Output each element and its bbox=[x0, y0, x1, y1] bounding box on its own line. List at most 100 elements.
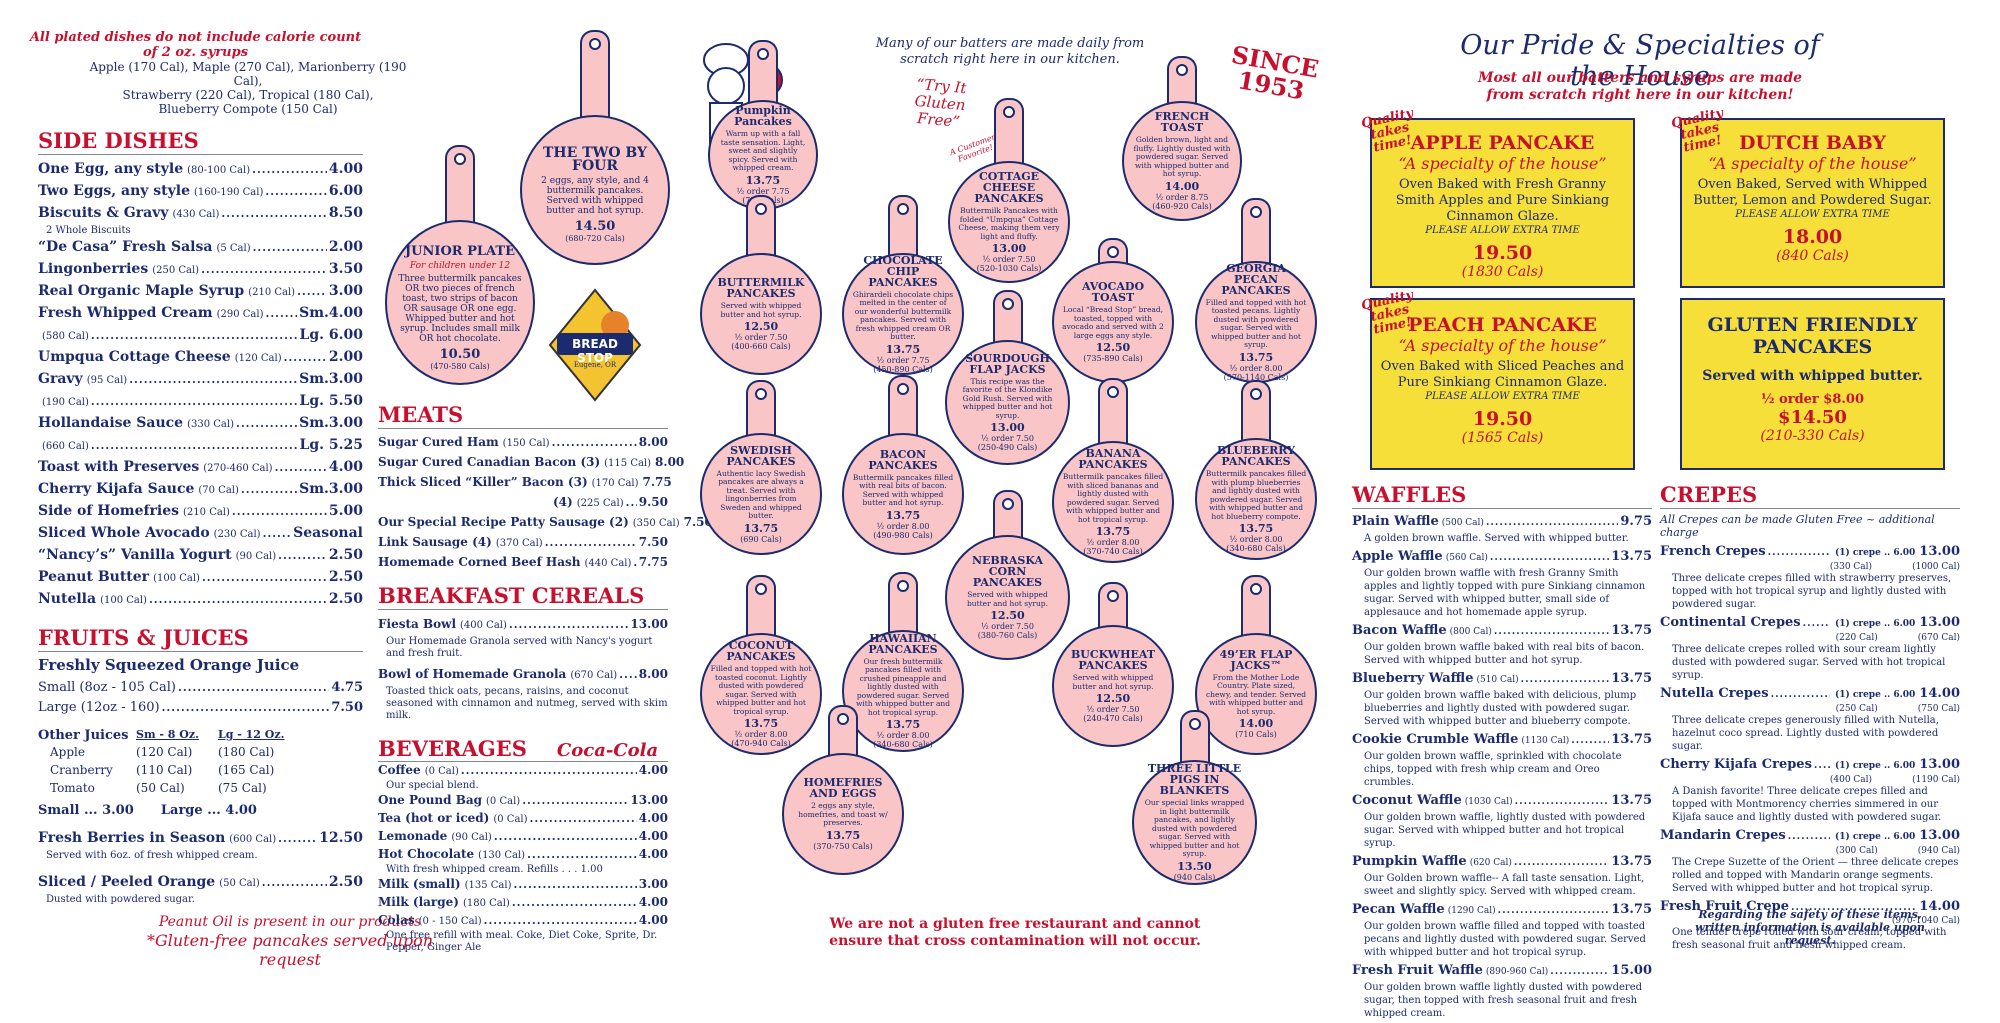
side-dish-row: Peanut Butter(100 Cal)2.50 bbox=[38, 567, 363, 589]
skillet-price: 13.75 bbox=[885, 342, 921, 356]
juice-sm-cal: (50 Cal) bbox=[136, 781, 185, 795]
waffle-row: Pecan Waffle(1290 Cal)13.75 bbox=[1352, 901, 1652, 920]
item-calories: (270-460 Cal) bbox=[203, 463, 273, 474]
crepe-name: Cherry Kijafa Crepes bbox=[1660, 757, 1812, 772]
juice-name: Cranberry bbox=[50, 763, 113, 777]
skillet-price: 12.50 bbox=[1095, 341, 1131, 354]
beverage-row: One Pound Bag(0 Cal)13.00 bbox=[378, 792, 668, 810]
cereal-row: Fiesta Bowl(400 Cal)13.00 bbox=[378, 614, 668, 636]
leader-dots bbox=[1788, 828, 1830, 845]
two-by-four-skillet: THE TWO BY FOUR 2 eggs, any style, and 4… bbox=[520, 30, 670, 265]
waffles-heading: WAFFLES bbox=[1352, 482, 1652, 509]
leader-dots bbox=[201, 260, 327, 280]
item-name: Milk (large) bbox=[378, 895, 459, 909]
skillet-title: NEBRASKA CORN PANCAKES bbox=[971, 554, 1043, 589]
item-name: Biscuits & Gravy bbox=[38, 205, 169, 221]
item-price: 9.75 bbox=[1620, 514, 1652, 529]
crepe-desc: One tender crepe rolled with sour cream,… bbox=[1672, 927, 1947, 951]
skillet-desc: Local “Bread Stop” bread, toasted, toppe… bbox=[1062, 305, 1164, 340]
meat-row: Sugar Cured Canadian Bacon (3)(115 Cal)8… bbox=[378, 453, 684, 473]
leader-dots bbox=[178, 678, 329, 698]
leader-dots bbox=[1514, 854, 1609, 871]
oj-row: Large (12oz - 160)7.50 bbox=[38, 698, 363, 718]
item-calories: (510 Cal) bbox=[1476, 675, 1519, 685]
leader-dots bbox=[1550, 963, 1609, 980]
item-price: 4.00 bbox=[638, 847, 668, 861]
leader-dots bbox=[162, 698, 330, 718]
skillet-desc: Authentic lacy Swedish pancakes are alwa… bbox=[716, 468, 806, 520]
beverage-note: Our special blend. bbox=[386, 780, 479, 791]
waffle-row: Coconut Waffle(1030 Cal)13.75 bbox=[1352, 792, 1652, 811]
leader-dots bbox=[1494, 623, 1609, 640]
skillet-title: AVOCADO TOAST bbox=[1081, 280, 1145, 304]
beverage-row: Coffee(0 Cal)4.00 bbox=[378, 762, 668, 780]
leader-dots bbox=[522, 792, 628, 809]
crepe-row: Cherry Kijafa Crepes(1) crepe .. 6.0013.… bbox=[1660, 756, 1960, 775]
item-name: Fresh Fruit Waffle bbox=[1352, 963, 1483, 978]
item-price: Sm.3.00 bbox=[299, 481, 363, 497]
side-dish-row: Side of Homefries(210 Cal)5.00 bbox=[38, 501, 363, 523]
item-name: Sliced Whole Avocado bbox=[38, 525, 210, 541]
bread-stop-city: Eugene, OR bbox=[573, 361, 617, 369]
item-calories: (0 - 150 Cal) bbox=[418, 916, 482, 927]
item-name: Cherry Kijafa Sauce bbox=[38, 481, 195, 497]
skillet-half-order: ½ order 8.00 bbox=[876, 521, 930, 531]
item-price: 6.00 bbox=[328, 183, 363, 199]
item-name: Toast with Preserves bbox=[38, 459, 200, 475]
crepe-name: Nutella Crepes bbox=[1660, 686, 1769, 701]
item-price: 4.00 bbox=[638, 811, 668, 825]
item-price: 2.50 bbox=[328, 547, 363, 563]
item-price: 13.75 bbox=[1611, 623, 1652, 638]
leader-dots bbox=[1486, 514, 1618, 531]
skillet-title: HAWAIIAN PANCAKES bbox=[868, 631, 938, 656]
skillet-price: 12.50 bbox=[1095, 692, 1131, 705]
item-name: Fiesta Bowl bbox=[378, 617, 456, 631]
skillet-hole bbox=[1107, 590, 1119, 602]
item-name: Coffee bbox=[378, 763, 421, 777]
crepe-full-cal: (970-1040 Cal) bbox=[1891, 916, 1960, 926]
skillet-half-order: ½ order 8.00 bbox=[876, 731, 930, 741]
leader-dots bbox=[484, 912, 637, 929]
side-dish-row: (660 Cal)Lg. 5.25 bbox=[38, 435, 363, 457]
item-price: Sm.4.00 bbox=[299, 305, 363, 321]
skillet-calories: (370-740 Cals) bbox=[1083, 547, 1143, 556]
item-name: (4) bbox=[553, 495, 573, 509]
item-calories: (330 Cal) bbox=[187, 419, 234, 430]
biscuits-note: 2 Whole Biscuits bbox=[46, 225, 131, 236]
item-calories: (400 Cal) bbox=[460, 620, 507, 631]
meat-row: Homemade Corned Beef Hash(440 Cal)7.75 bbox=[378, 553, 668, 573]
item-calories: (90 Cal) bbox=[451, 832, 492, 843]
skillet-price: 13.75 bbox=[743, 717, 779, 730]
skillet-desc: Buttermilk pancakes filled with plump bl… bbox=[1205, 469, 1307, 521]
meats-cereals-bev: MEATS Sugar Cured Ham(150 Cal)8.00Sugar … bbox=[378, 402, 713, 954]
item-calories: (210 Cal) bbox=[183, 507, 230, 518]
leader-dots bbox=[1571, 732, 1609, 749]
juice-row: Apple(120 Cal)(180 Cal) bbox=[38, 743, 363, 761]
item-price: 13.75 bbox=[1611, 902, 1652, 917]
side-dish-row: One Egg, any style(80-100 Cal)4.00 bbox=[38, 159, 363, 181]
skillet-price: 12.50 bbox=[990, 609, 1025, 622]
skillet-half-order: ½ order 8.00 bbox=[1086, 538, 1140, 547]
apple-pancake-box: APPLE PANCAKE “A specialty of the house”… bbox=[1370, 118, 1635, 288]
leader-dots bbox=[527, 846, 637, 863]
item-calories: (350 Cal) bbox=[632, 518, 680, 529]
item-calories: (190 Cal) bbox=[42, 397, 89, 408]
skillet-hole bbox=[897, 580, 909, 592]
juice-sm-cal: (120 Cal) bbox=[136, 745, 193, 759]
waffle-desc: Our golden brown waffle filled and toppe… bbox=[1364, 921, 1646, 958]
skillet-hole bbox=[1107, 386, 1119, 398]
waffle-row: Plain Waffle(500 Cal)9.75 bbox=[1352, 513, 1652, 532]
item-price: 3.50 bbox=[328, 261, 363, 277]
item-price: 4.00 bbox=[328, 161, 363, 177]
oj-title: Freshly Squeezed Orange Juice bbox=[38, 656, 300, 674]
skillet-hole bbox=[1001, 298, 1014, 310]
crepe-desc: Three delicate crepes generously filled … bbox=[1672, 715, 1939, 752]
